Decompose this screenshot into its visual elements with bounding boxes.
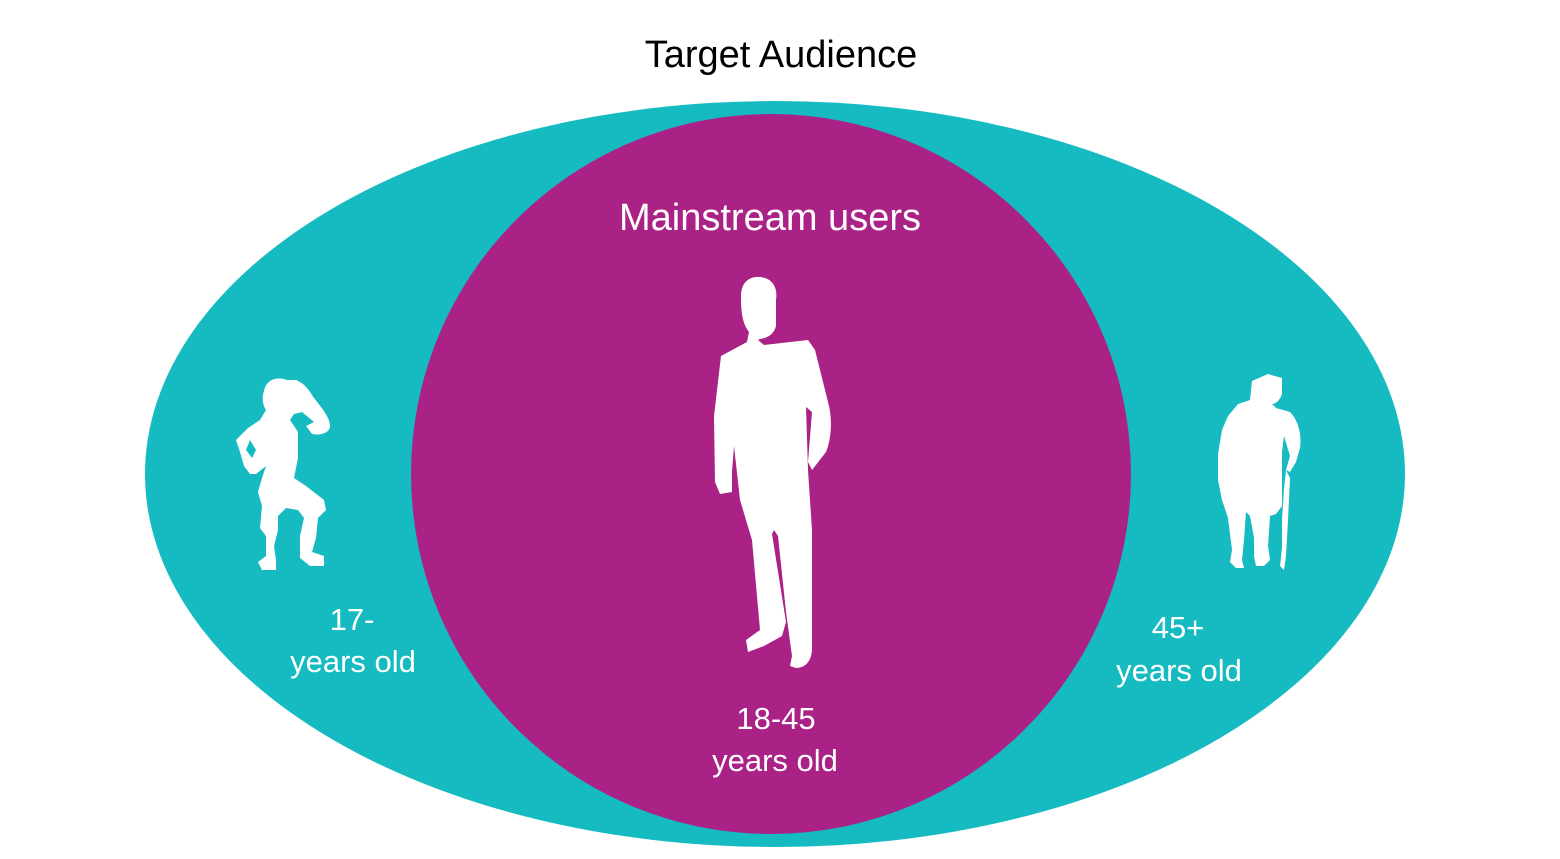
center-group-age-unit: years old [712, 743, 838, 778]
left-group-age-unit: years old [290, 644, 416, 679]
left-group-age-range: 17- [330, 602, 375, 637]
diagram-title: Target Audience [645, 34, 918, 76]
right-group-age-range: 45+ [1152, 610, 1205, 645]
adult-man-silhouette-icon [714, 276, 831, 668]
mainstream-heading: Mainstream users [619, 197, 921, 239]
child-silhouette-icon [236, 378, 330, 570]
center-group-age-range: 18-45 [736, 701, 815, 736]
right-group-age-unit: years old [1116, 653, 1242, 688]
elderly-person-with-cane-icon [1218, 374, 1301, 570]
